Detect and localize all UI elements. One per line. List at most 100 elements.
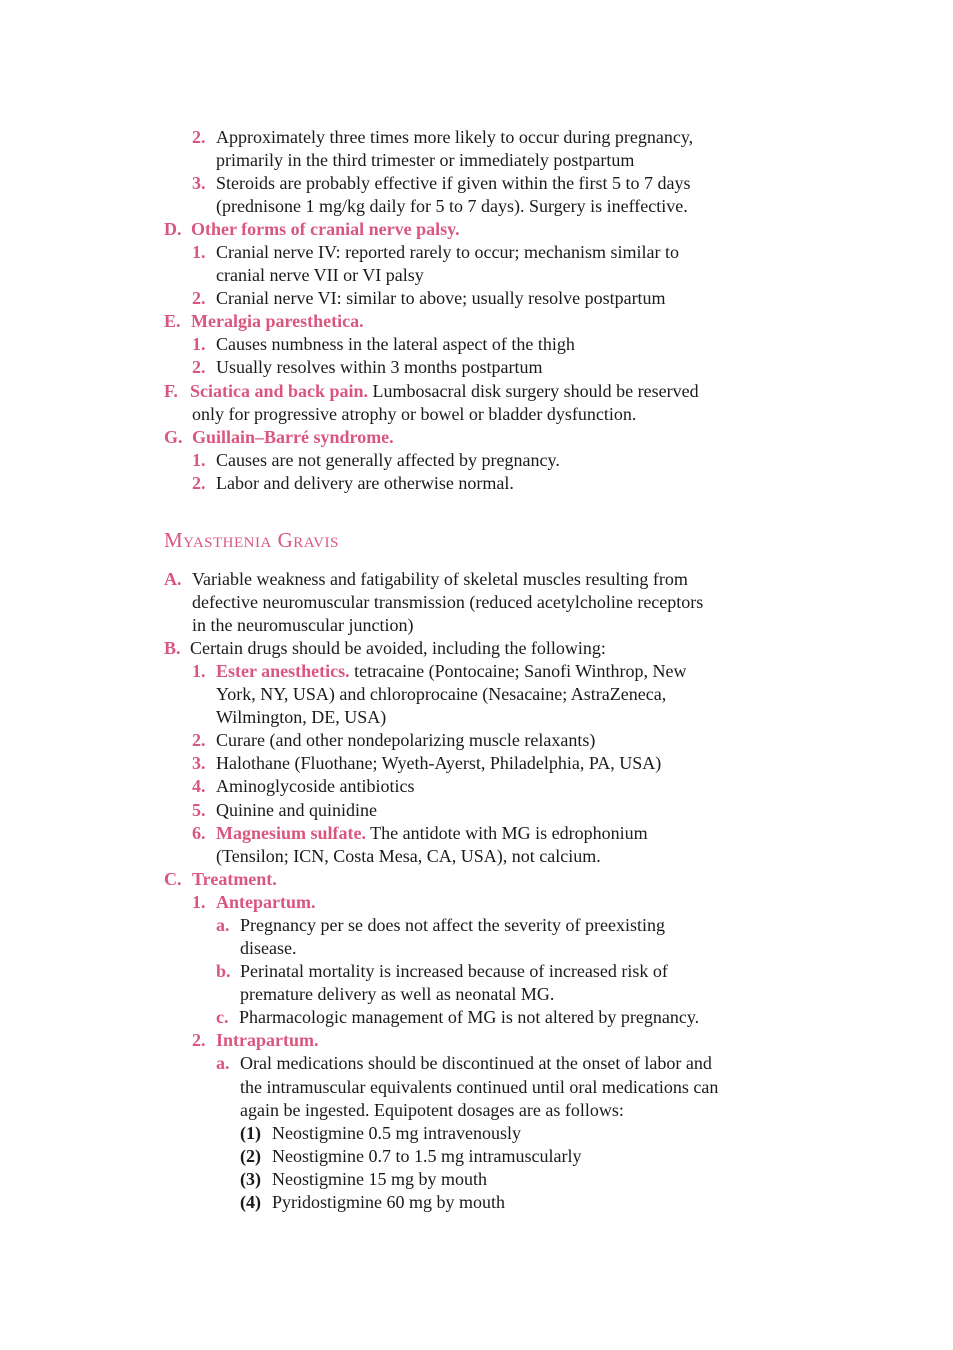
item-number: 2. [192,730,206,750]
item-text: Usually resolves within 3 months postpar… [216,357,543,377]
section-text: Variable weakness and fatigability of sk… [192,569,688,589]
section-letter: A. [164,569,182,589]
item-number: 2. [192,288,206,308]
item-text: tetracaine (Pontocaine; Sanofi Winthrop,… [349,661,687,681]
list-item: 2. Approximately three times more likely … [192,126,693,149]
item-text: Cranial nerve VI: similar to above; usua… [216,288,666,308]
list-item: 6. Magnesium sulfate. The antidote with M… [192,822,648,845]
section-title: Treatment. [192,869,277,889]
item-text: Causes are not generally affected by pre… [216,450,560,470]
item-number: 2. [192,127,206,147]
item-text: Approximately three times more likely to… [216,127,694,147]
list-item: a.Pregnancy per se does not affect the s… [216,914,665,937]
subsection-heading: 1. Antepartum. [192,891,316,914]
section-text: Lumbosacral disk surgery should be reser… [368,381,699,401]
item-title: Magnesium sulfate. [216,823,366,843]
list-item: 1. Causes are not generally affected by p… [192,449,560,472]
list-item: 3. Halothane (Fluothane; Wyeth-Ayerst, Ph… [192,752,661,775]
list-item: 5.Quinine and quinidine [192,799,377,822]
list-item: 4. Aminoglycoside antibiotics [192,775,414,798]
item-text: Causes numbness in the lateral aspect of… [216,334,575,354]
section-text-continued: defective neuromuscular transmission (re… [192,592,704,612]
section-title: Guillain–Barré syndrome. [192,427,394,447]
item-text-continued: (prednisone 1 mg/kg daily for 5 to 7 day… [216,196,688,216]
section-title: Meralgia paresthetica. [191,311,364,331]
item-number: 3. [192,753,206,773]
item-text: Pharmacologic management of MG is not al… [239,1007,700,1027]
item-text-continued: cranial nerve VII or VI palsy [216,265,424,285]
section-text: Certain drugs should be avoided, includi… [190,638,606,658]
item-number: 4. [192,776,206,796]
dosage-text: Neostigmine 0.7 to 1.5 mg intramuscularl… [272,1146,582,1166]
section-text-continued: in the neuromuscular junction) [192,615,414,635]
item-text: Perinatal mortality is increased because… [240,961,668,981]
item-text-continued: primarily in the third trimester or imme… [216,150,635,170]
dosage-number: (1) [240,1123,261,1143]
item-text: Labor and delivery are otherwise normal. [216,473,514,493]
list-item: b. Perinatal mortality is increased becau… [216,960,668,983]
item-text: Quinine and quinidine [216,800,377,820]
item-text: Steroids are probably effective if given… [216,173,691,193]
section-item-a: A. Variable weakness and fatigability of … [164,568,688,591]
item-number: 1. [192,892,206,912]
dosage-number: (2) [240,1146,261,1166]
list-item: 1. Ester anesthetics. tetracaine (Pontoca… [192,660,687,683]
item-number: 2. [192,473,206,493]
item-number: 1. [192,450,206,470]
item-text: Halothane (Fluothane; Wyeth-Ayerst, Phil… [216,753,662,773]
item-number: 2. [192,1030,206,1050]
dosage-item: (3)Neostigmine 15 mg by mouth [240,1168,487,1191]
dosage-item: (1)Neostigmine 0.5 mg intravenously [240,1122,521,1145]
item-title: Antepartum. [216,892,316,912]
section-letter: E. [164,311,181,331]
section-letter: D. [164,219,182,239]
list-item: c. Pharmacologic management of MG is not … [216,1006,699,1029]
list-item: 1. Cranial nerve IV: reported rarely to o… [192,241,679,264]
item-number: 1. [192,334,206,354]
item-text: Oral medications should be discontinued … [240,1053,712,1073]
section-text-continued: only for progressive atrophy or bowel or… [192,404,637,424]
list-item: 2. Usually resolves within 3 months postp… [192,356,542,379]
item-text: Cranial nerve IV: reported rarely to occ… [216,242,679,262]
item-text: Curare (and other nondepolarizing muscle… [216,730,596,750]
section-letter: G. [164,427,183,447]
section-letter: B. [164,638,181,658]
item-number: 1. [192,661,206,681]
item-title: Ester anesthetics. [216,661,350,681]
item-text-continued: premature delivery as well as neonatal M… [240,984,555,1004]
item-letter: a. [216,915,230,935]
item-text-continued: disease. [240,938,297,958]
list-item: 2. Cranial nerve VI: similar to above; us… [192,287,666,310]
section-heading-d: D. Other forms of cranial nerve palsy. [164,218,460,241]
item-text-continued: York, NY, USA) and chloroprocaine (Nesac… [216,684,667,704]
item-text: The antidote with MG is edrophonium [366,823,648,843]
item-number: 6. [192,823,206,843]
dosage-text: Pyridostigmine 60 mg by mouth [272,1192,506,1212]
dosage-item: (4) Pyridostigmine 60 mg by mouth [240,1191,505,1214]
item-letter: b. [216,961,231,981]
item-number: 2. [192,357,206,377]
item-letter: c. [216,1007,229,1027]
dosage-item: (2) Neostigmine 0.7 to 1.5 mg intramuscul… [240,1145,581,1168]
chapter-heading: Myasthenia Gravis [164,528,339,552]
item-text-continued: the intramuscular equivalents continued … [240,1077,719,1097]
section-heading-f: F. Sciatica and back pain. Lumbosacral di… [164,380,699,403]
section-heading-c: C. Treatment. [164,868,277,891]
section-heading-g: G. Guillain–Barré syndrome. [164,426,394,449]
section-item-b: B. Certain drugs should be avoided, inclu… [164,637,606,660]
list-item: 2. Curare (and other nondepolarizing musc… [192,729,595,752]
section-letter: F. [164,381,178,401]
section-title: Other forms of cranial nerve palsy. [191,219,460,239]
item-title: Intrapartum. [216,1030,319,1050]
list-item: 3. Steroids are probably effective if giv… [192,172,691,195]
item-text-continued: Wilmington, DE, USA) [216,707,387,727]
item-number: 3. [192,173,206,193]
section-letter: C. [164,869,182,889]
item-letter: a. [216,1053,230,1073]
item-text: Aminoglycoside antibiotics [216,776,415,796]
section-title: Sciatica and back pain. [190,381,369,401]
list-item: 2. Labor and delivery are otherwise norma… [192,472,514,495]
item-number: 1. [192,242,206,262]
dosage-number: (4) [240,1192,261,1212]
